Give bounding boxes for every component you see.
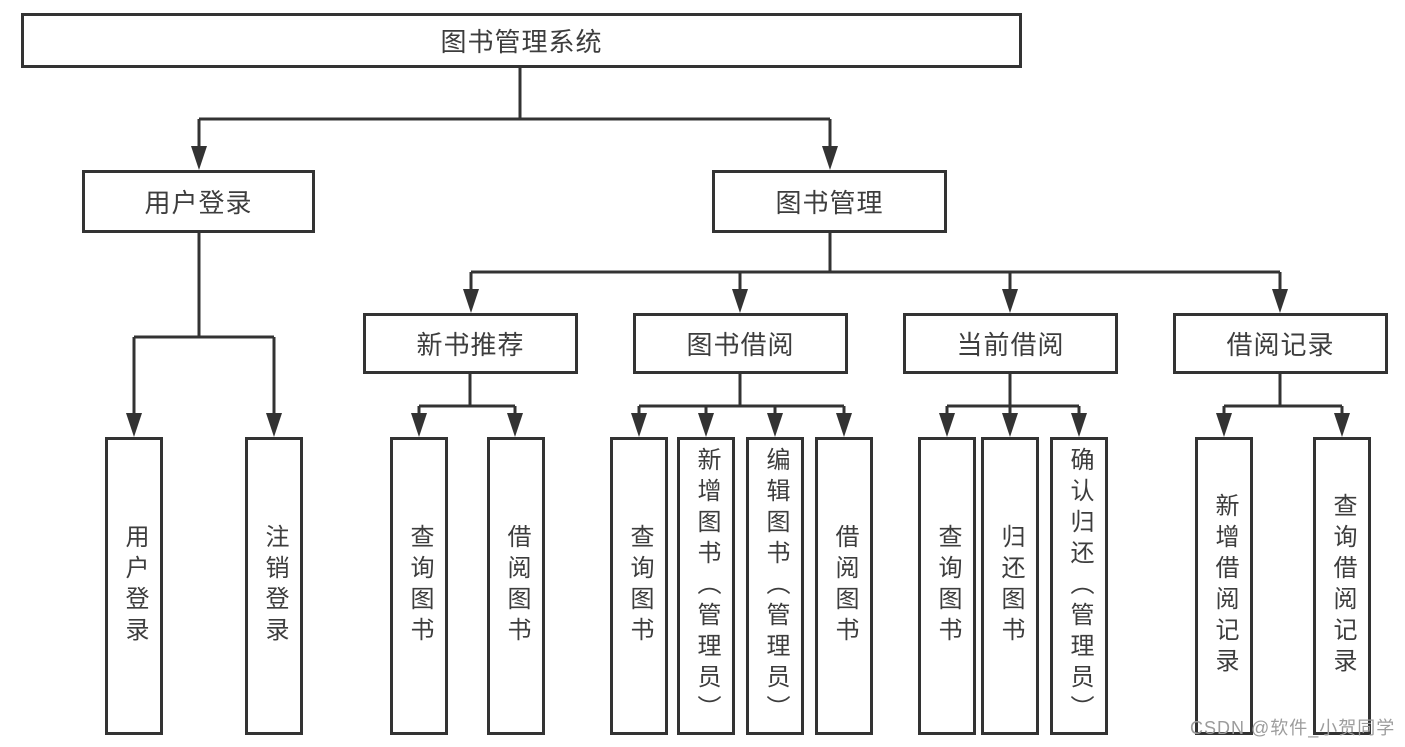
arrowheads <box>126 146 1350 437</box>
leaf-logout: 注销登录 <box>245 437 303 735</box>
node-borrow-record: 借阅记录 <box>1173 313 1388 374</box>
node-root-system: 图书管理系统 <box>21 13 1022 68</box>
leaf-query-book-borrow: 查询图书 <box>610 437 668 735</box>
connector-userlogin-to-children <box>132 233 276 418</box>
arrowhead-icon <box>939 413 955 437</box>
node-user-login: 用户登录 <box>82 170 315 233</box>
arrowhead-icon <box>266 413 282 437</box>
arrowhead-icon <box>1002 289 1018 313</box>
connector-root-to-level2 <box>197 68 832 150</box>
arrowhead-icon <box>732 289 748 313</box>
node-book-borrow: 图书借阅 <box>633 313 848 374</box>
leaf-add-borrow-record: 新增借阅记录 <box>1195 437 1253 735</box>
leaf-query-book-current: 查询图书 <box>918 437 976 735</box>
arrowhead-icon <box>126 413 142 437</box>
leaf-add-book-admin: 新增图书（管理员） <box>677 437 735 735</box>
node-current-borrow: 当前借阅 <box>903 313 1118 374</box>
arrowhead-icon <box>1272 289 1288 313</box>
arrowhead-icon <box>836 413 852 437</box>
csdn-watermark: CSDN @软件_小贺同学 <box>1190 718 1396 738</box>
leaf-borrow-book: 借阅图书 <box>815 437 873 735</box>
leaf-query-book-recommend: 查询图书 <box>390 437 448 735</box>
arrowhead-icon <box>463 289 479 313</box>
leaf-query-borrow-record: 查询借阅记录 <box>1313 437 1371 735</box>
arrowhead-icon <box>1002 413 1018 437</box>
arrowhead-icon <box>767 413 783 437</box>
leaf-confirm-return-admin: 确认归还（管理员） <box>1050 437 1108 735</box>
leaf-user-login: 用户登录 <box>105 437 163 735</box>
arrowhead-icon <box>1334 413 1350 437</box>
arrowhead-icon <box>507 413 523 437</box>
connector-bookborrow-to-children <box>637 374 846 418</box>
arrowhead-icon <box>631 413 647 437</box>
connector-newbook-to-children <box>417 374 517 418</box>
arrowhead-icon <box>1071 413 1087 437</box>
connector-bookmanage-to-level3 <box>469 233 1282 292</box>
arrowhead-icon <box>822 146 838 170</box>
arrowhead-icon <box>1216 413 1232 437</box>
leaf-borrow-book-recommend: 借阅图书 <box>487 437 545 735</box>
leaf-return-book: 归还图书 <box>981 437 1039 735</box>
leaf-edit-book-admin: 编辑图书（管理员） <box>746 437 804 735</box>
arrowhead-icon <box>411 413 427 437</box>
connector-currentborrow-to-children <box>945 374 1081 418</box>
node-book-manage: 图书管理 <box>712 170 947 233</box>
node-new-book-recommend: 新书推荐 <box>363 313 578 374</box>
arrowhead-icon <box>191 146 207 170</box>
arrowhead-icon <box>698 413 714 437</box>
connector-borrowrecord-to-children <box>1222 374 1344 418</box>
